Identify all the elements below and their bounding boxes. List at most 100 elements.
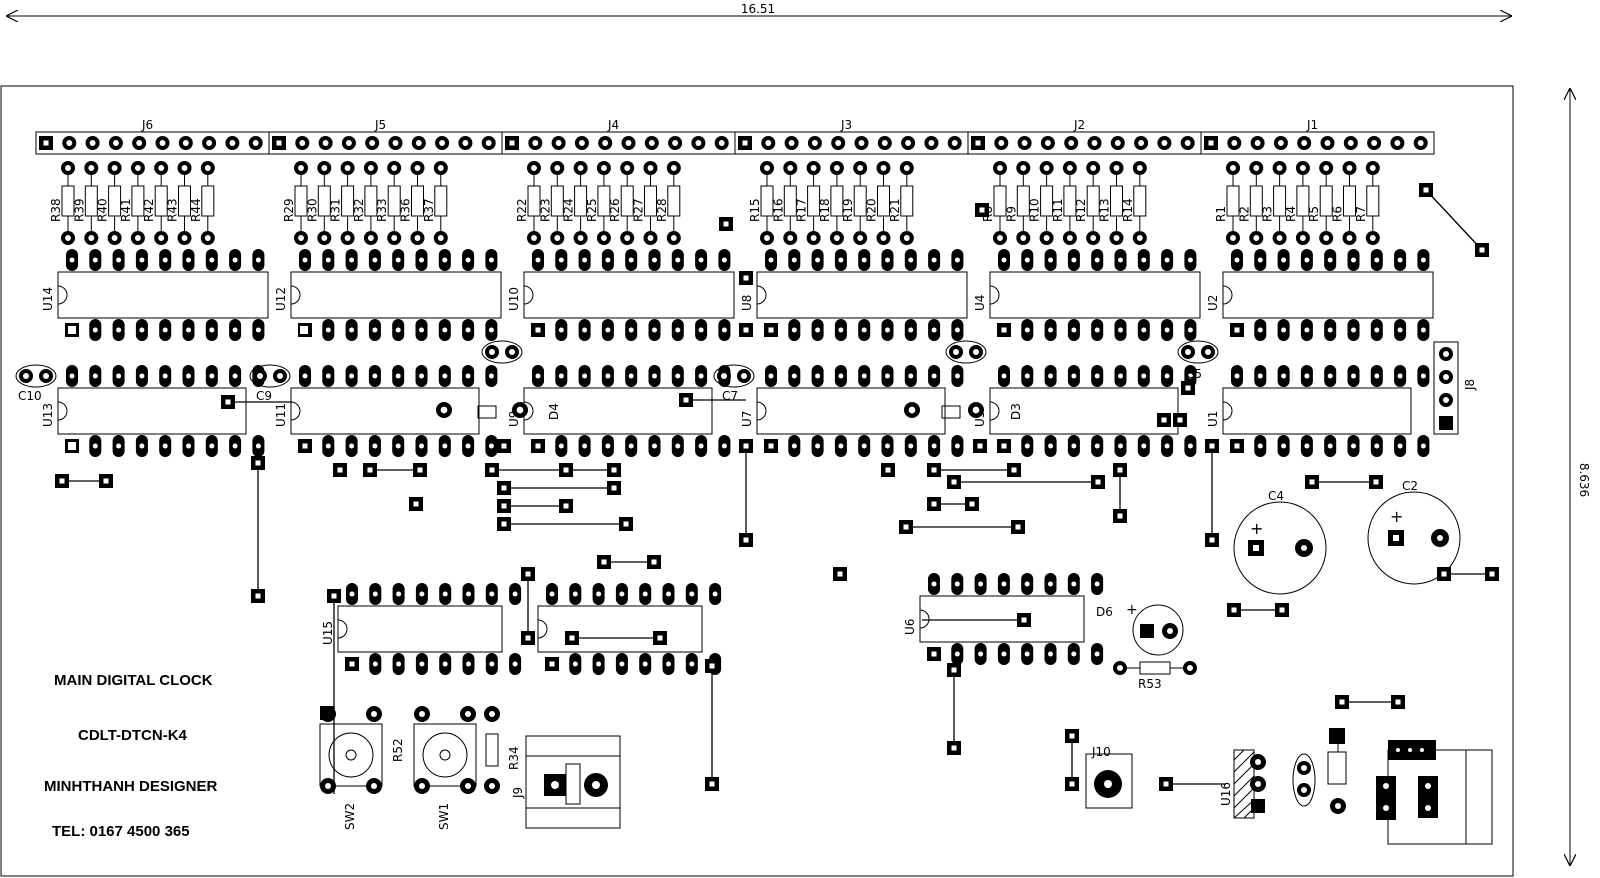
- resistor-r13-label: R13: [1098, 198, 1112, 222]
- capacitor-c10-label: C10: [18, 389, 42, 403]
- resistor-r36-label: R36: [399, 198, 413, 222]
- resistor-r34: R34: [484, 706, 521, 794]
- ic-u14: U14: [41, 249, 269, 341]
- resistor-r28-label: R28: [655, 198, 669, 222]
- resistor-r19-label: R19: [841, 198, 855, 222]
- switch-sw1-label: SW1: [437, 803, 451, 830]
- ic-u3: U3: [973, 365, 1197, 457]
- jack-j10-label: J10: [1091, 745, 1111, 759]
- resistor-r31-label: R31: [329, 198, 343, 222]
- dc-power-jack: [1376, 740, 1493, 845]
- diode-d3-label: D3: [1009, 403, 1023, 420]
- ic-u13: U13: [41, 365, 265, 457]
- ic-u11-label: U11: [274, 403, 288, 427]
- title-line-4: TEL: 0167 4500 365: [52, 823, 190, 840]
- resistor-r40-label: R40: [96, 198, 110, 222]
- resistor-r6-label: R6: [1331, 206, 1345, 222]
- ic-u4-label: U4: [973, 295, 987, 311]
- resistor-r37-label: R37: [422, 198, 436, 222]
- header-j3-label: J3: [840, 118, 852, 132]
- ic-u13-label: U13: [41, 403, 55, 427]
- capacitor-c9: C9: [249, 364, 291, 403]
- capacitor-unnamed-2: [945, 340, 987, 364]
- header-j1: J1: [1200, 118, 1428, 154]
- header-j1-label: J1: [1306, 118, 1318, 132]
- jack-j10: J10: [1085, 745, 1133, 809]
- capacitor-unnamed-1: [481, 340, 523, 364]
- header-j4-label: J4: [607, 118, 619, 132]
- resistor-r39-label: R39: [72, 198, 86, 222]
- led-d6-plus: +: [1126, 602, 1138, 618]
- ic-u11: U11: [274, 365, 498, 457]
- resistor-r30-label: R30: [305, 198, 319, 222]
- resistor-r3-label: R3: [1261, 206, 1275, 222]
- resistor-r43-label: R43: [166, 198, 180, 222]
- resistor-r11-label: R11: [1051, 198, 1065, 222]
- resistor-r21-label: R21: [888, 198, 902, 222]
- led-d6: D6 +: [1096, 602, 1184, 656]
- resistor-r1-label: R1: [1214, 206, 1228, 222]
- ic-u10-label: U10: [507, 287, 521, 311]
- diode-d4-label: D4: [547, 403, 561, 420]
- resistor-r14-label: R14: [1121, 198, 1135, 222]
- switch-sw2[interactable]: SW2: [319, 706, 383, 830]
- resistor-r18-label: R18: [818, 198, 832, 222]
- switch-sw1[interactable]: SW1: [413, 706, 477, 830]
- resistor-r5-label: R5: [1307, 206, 1321, 222]
- resistor-r41-label: R41: [119, 198, 133, 222]
- terminal-j9: J9: [511, 735, 621, 829]
- resistor-r26-label: R26: [608, 198, 622, 222]
- sw2-pad-square: [320, 706, 334, 720]
- resistor-r33-label: R33: [375, 198, 389, 222]
- switch-sw2-label: SW2: [343, 803, 357, 830]
- resistor-r29-label: R29: [282, 198, 296, 222]
- capacitor-c4-plus: +: [1250, 519, 1263, 538]
- capacitor-c7: C7: [713, 364, 755, 403]
- resistor-r7-label: R7: [1354, 206, 1368, 222]
- diode-d4-body: [477, 405, 497, 419]
- resistor-r42-label: R42: [142, 198, 156, 222]
- ic-u4: U4: [973, 249, 1201, 341]
- capacitor-c4: + C4: [1233, 489, 1327, 595]
- title-line-3: MINHTHANH DESIGNER: [44, 778, 218, 795]
- resistor-r10-label: R10: [1028, 198, 1042, 222]
- header-j4: J4: [501, 118, 729, 154]
- capacitor-c2-label: C2: [1402, 479, 1418, 493]
- ic-u7-label: U7: [740, 411, 754, 427]
- resistor-r20-label: R20: [865, 198, 879, 222]
- ic-u14-label: U14: [41, 287, 55, 311]
- ic-u15: U15: [321, 583, 522, 675]
- resistor-r4-label: R4: [1284, 206, 1298, 222]
- ic-u8: U8: [740, 249, 968, 341]
- resistor-r15-label: R15: [748, 198, 762, 222]
- resistor-r53: R53: [1113, 661, 1197, 691]
- resistor-r12-label: R12: [1074, 198, 1088, 222]
- header-j6-label: J6: [141, 118, 153, 132]
- capacitor-c2-plus: +: [1390, 507, 1403, 526]
- capacitor-c2: + C2: [1367, 479, 1461, 585]
- ic-u2: U2: [1206, 249, 1434, 341]
- resistor-r52-label: R52: [391, 738, 405, 762]
- resistor-r53-label: R53: [1138, 677, 1162, 691]
- ic-u12-label: U12: [274, 287, 288, 311]
- resistor-array-5: R8R9R10R11R12R13R14: [981, 161, 1147, 245]
- resistor-r34-label: R34: [507, 746, 521, 770]
- traces: [55, 183, 1499, 794]
- ic-: [537, 583, 722, 675]
- capacitor-c9-label: C9: [256, 389, 272, 403]
- ic-u2-label: U2: [1206, 295, 1220, 311]
- regulator-u16-label: U16: [1219, 782, 1233, 806]
- title-line-2: CDLT-DTCN-K4: [78, 727, 188, 744]
- header-j5: J5: [268, 118, 496, 154]
- ic-u1-label: U1: [1206, 411, 1220, 427]
- header-j2-label: J2: [1073, 118, 1085, 132]
- diode-near-regulator: [1327, 728, 1347, 814]
- ic-u8-label: U8: [740, 295, 754, 311]
- resistor-r9-label: R9: [1004, 206, 1018, 222]
- header-j3: J3: [734, 118, 962, 154]
